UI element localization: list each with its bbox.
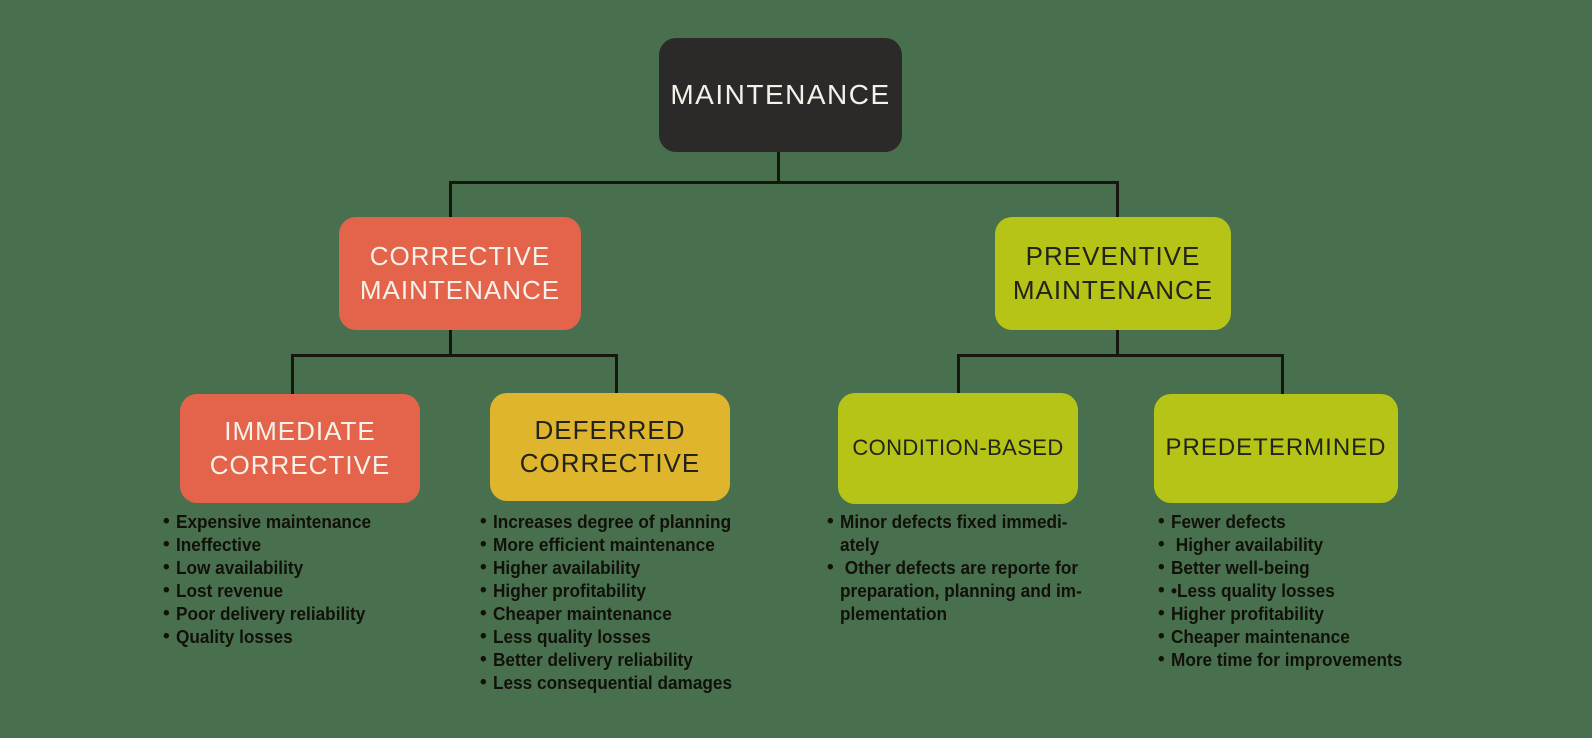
bullet-icon: • bbox=[480, 626, 487, 647]
bullet-icon: • bbox=[1158, 511, 1165, 532]
connector-corrective-stub bbox=[449, 329, 452, 357]
list-item: • Ineffective bbox=[163, 533, 473, 556]
connector-drop-predetermined bbox=[1281, 354, 1284, 396]
node-deferred-corrective: DEFERRED CORRECTIVE bbox=[490, 393, 730, 501]
list-item: • Increases degree of planning bbox=[480, 510, 810, 533]
bullet-icon: • bbox=[1158, 626, 1165, 647]
list-item-text: Less consequential damages bbox=[493, 672, 733, 693]
bullet-icon: • bbox=[163, 511, 170, 532]
list-item-text: Increases degree of planning bbox=[493, 511, 732, 532]
node-preventive-maintenance: PREVENTIVE MAINTENANCE bbox=[995, 217, 1231, 330]
list-item-text: Better delivery reliability bbox=[493, 649, 693, 670]
node-preventive-maintenance-label: PREVENTIVE MAINTENANCE bbox=[1012, 241, 1214, 305]
connector-drop-corrective bbox=[449, 181, 452, 219]
list-item: • Cheaper maintenance bbox=[480, 602, 810, 625]
bullet-icon: • bbox=[163, 557, 170, 578]
list-item-text: Higher profitability bbox=[493, 580, 646, 601]
list-item: • •Less quality losses bbox=[1158, 579, 1488, 602]
bullet-icon: • bbox=[480, 672, 487, 693]
list-item-text: Poor delivery reliability bbox=[176, 603, 366, 624]
connector-drop-deferred bbox=[615, 354, 618, 396]
list-item: • Higher profitability bbox=[1158, 602, 1488, 625]
list-item-text: Higher profitability bbox=[1171, 603, 1324, 624]
node-predetermined-label: PREDETERMINED bbox=[1165, 434, 1387, 462]
list-item: • Quality losses bbox=[163, 625, 473, 648]
list-item-text: Higher availability bbox=[1171, 534, 1324, 555]
bullet-icon: • bbox=[163, 626, 170, 647]
list-item: • Higher availability bbox=[480, 556, 810, 579]
connector-drop-immediate bbox=[291, 354, 294, 396]
bullet-icon: • bbox=[827, 511, 834, 532]
immediate-corrective-bullet-list: • Expensive maintenance • Ineffective • Low a… bbox=[163, 510, 473, 648]
list-item-text: •Less quality losses bbox=[1171, 580, 1335, 601]
bullet-icon: • bbox=[1158, 649, 1165, 670]
list-item: • Less consequential damages bbox=[480, 671, 810, 694]
list-item: • Minor defects fixed immedi- ately bbox=[827, 510, 1157, 556]
node-maintenance: MAINTENANCE bbox=[659, 38, 902, 152]
list-item: • Poor delivery reliability bbox=[163, 602, 473, 625]
bullet-icon: • bbox=[480, 580, 487, 601]
list-item: • Expensive maintenance bbox=[163, 510, 473, 533]
connector-level2-left-horizontal bbox=[291, 354, 618, 357]
list-item-text: Better well-being bbox=[1171, 557, 1310, 578]
list-item: • Better delivery reliability bbox=[480, 648, 810, 671]
bullet-icon: • bbox=[480, 511, 487, 532]
deferred-corrective-bullet-list: • Increases degree of planning • More effic… bbox=[480, 510, 810, 694]
list-item: • More efficient maintenance bbox=[480, 533, 810, 556]
condition-based-bullet-list: •Minor defects fixed immedi- ately• Othe… bbox=[827, 510, 1157, 625]
list-item-text: Cheaper maintenance bbox=[493, 603, 672, 624]
list-item-text: Minor defects fixed immedi- ately bbox=[840, 511, 1068, 555]
list-item: • Higher availability bbox=[1158, 533, 1488, 556]
node-condition-based: CONDITION-BASED bbox=[838, 393, 1078, 504]
list-item-text: Ineffective bbox=[176, 534, 262, 555]
connector-drop-condition-based bbox=[957, 354, 960, 396]
bullet-icon: • bbox=[1158, 603, 1165, 624]
list-item-text: Cheaper maintenance bbox=[1171, 626, 1350, 647]
connector-preventive-stub bbox=[1116, 329, 1119, 357]
bullet-icon: • bbox=[163, 603, 170, 624]
bullet-icon: • bbox=[480, 557, 487, 578]
list-item: • Low availability bbox=[163, 556, 473, 579]
node-maintenance-label: MAINTENANCE bbox=[670, 79, 891, 111]
bullet-icon: • bbox=[163, 534, 170, 555]
list-item-text: Higher availability bbox=[493, 557, 641, 578]
bullet-icon: • bbox=[480, 649, 487, 670]
bullet-icon: • bbox=[480, 534, 487, 555]
list-item: • Higher profitability bbox=[480, 579, 810, 602]
node-condition-based-label: CONDITION-BASED bbox=[852, 435, 1064, 461]
list-item-text: Low availability bbox=[176, 557, 304, 578]
list-item-text: Quality losses bbox=[176, 626, 293, 647]
connector-drop-preventive bbox=[1116, 181, 1119, 219]
node-immediate-corrective: IMMEDIATE CORRECTIVE bbox=[180, 394, 420, 503]
connector-level1-horizontal bbox=[449, 181, 1119, 184]
list-item-text: Less quality losses bbox=[493, 626, 651, 647]
node-predetermined: PREDETERMINED bbox=[1154, 394, 1398, 503]
node-corrective-maintenance-label: CORRECTIVE MAINTENANCE bbox=[359, 241, 561, 305]
bullet-icon: • bbox=[827, 557, 834, 578]
connector-level2-right-horizontal bbox=[957, 354, 1284, 357]
bullet-icon: • bbox=[163, 580, 170, 601]
list-item: • Fewer defects bbox=[1158, 510, 1488, 533]
list-item-text: Expensive maintenance bbox=[176, 511, 372, 532]
list-item-text: Fewer defects bbox=[1171, 511, 1286, 532]
node-corrective-maintenance: CORRECTIVE MAINTENANCE bbox=[339, 217, 581, 330]
list-item-text: More efficient maintenance bbox=[493, 534, 715, 555]
bullet-icon: • bbox=[1158, 580, 1165, 601]
list-item-text: Lost revenue bbox=[176, 580, 284, 601]
connector-root-stub bbox=[777, 152, 780, 184]
list-item: • Lost revenue bbox=[163, 579, 473, 602]
node-immediate-corrective-label: IMMEDIATE CORRECTIVE bbox=[209, 416, 391, 480]
bullet-icon: • bbox=[1158, 557, 1165, 578]
list-item-text: More time for improvements bbox=[1171, 649, 1403, 670]
list-item: • Less quality losses bbox=[480, 625, 810, 648]
list-item: • More time for improvements bbox=[1158, 648, 1488, 671]
list-item: • Other defects are reporte for preparat… bbox=[827, 556, 1157, 625]
list-item-text: Other defects are reporte for preparatio… bbox=[840, 557, 1082, 624]
node-deferred-corrective-label: DEFERRED CORRECTIVE bbox=[519, 414, 701, 478]
list-item: • Better well-being bbox=[1158, 556, 1488, 579]
predetermined-bullet-list: •Fewer defects• Higher availability•Bett… bbox=[1158, 510, 1488, 671]
list-item: • Cheaper maintenance bbox=[1158, 625, 1488, 648]
bullet-icon: • bbox=[1158, 534, 1165, 555]
bullet-icon: • bbox=[480, 603, 487, 624]
